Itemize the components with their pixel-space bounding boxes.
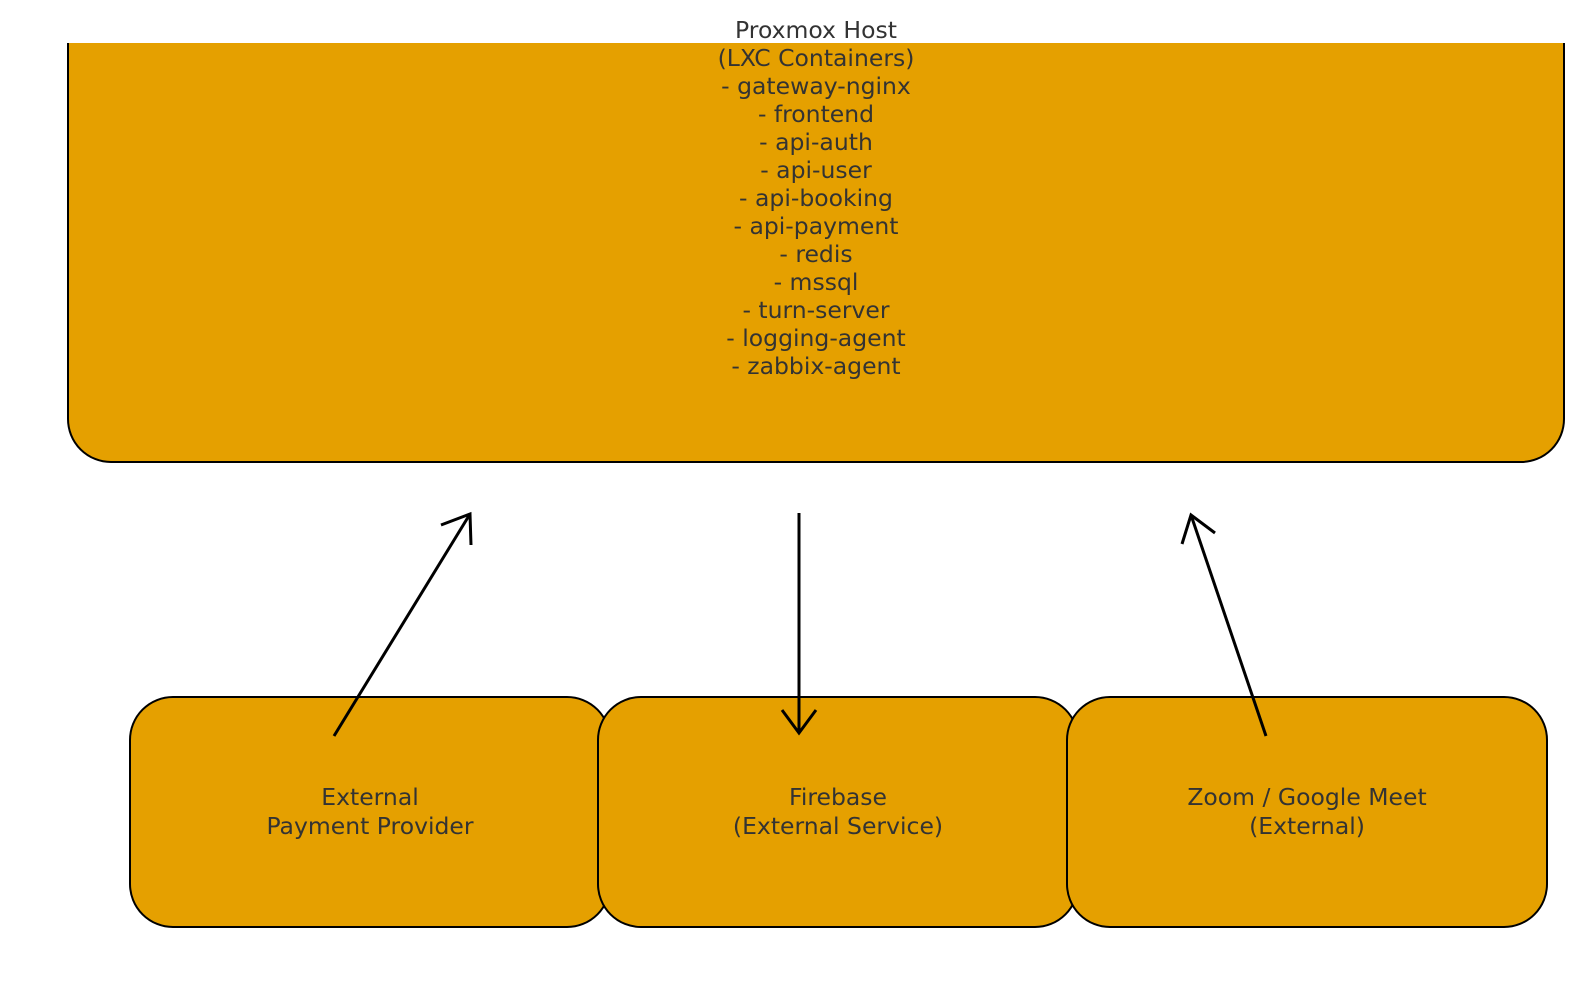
top-mask	[0, 0, 1589, 43]
host-line-container: - api-user	[760, 156, 872, 184]
zoom-google-meet-label: Zoom / Google Meet (External)	[1066, 696, 1548, 928]
host-line-container: - frontend	[757, 100, 875, 128]
firebase-line2: (External Service)	[732, 812, 944, 840]
host-line-container: - api-auth	[759, 128, 873, 156]
edge-payment-to-host[interactable]	[332, 511, 473, 737]
zoom-line1: Zoom / Google Meet	[1187, 783, 1427, 811]
host-line-container: - api-booking	[739, 184, 893, 212]
host-line-container: - zabbix-agent	[731, 352, 901, 380]
proxmox-host-node[interactable]	[67, 0, 1565, 463]
edge-zoom-to-host[interactable]	[1180, 512, 1268, 737]
host-line-container: - gateway-nginx	[721, 72, 911, 100]
host-line-title: Proxmox Host	[735, 16, 897, 44]
host-line-subtitle: (LXC Containers)	[717, 44, 915, 72]
firebase-node[interactable]	[597, 696, 1079, 928]
zoom-line2: (External)	[1249, 812, 1365, 840]
firebase-label: Firebase (External Service)	[597, 696, 1079, 928]
edge-host-to-firebase[interactable]	[780, 513, 818, 736]
host-line-container: - turn-server	[742, 296, 890, 324]
host-line-container: - logging-agent	[726, 324, 906, 352]
payment-provider-line1: External	[321, 783, 419, 811]
host-line-container: - mssql	[773, 268, 859, 296]
proxmox-host-label: Proxmox Host (LXC Containers) - gateway-…	[0, 16, 1589, 380]
host-line-container: - redis	[779, 240, 853, 268]
payment-provider-node[interactable]	[129, 696, 611, 928]
payment-provider-label: External Payment Provider	[129, 696, 611, 928]
host-line-container: - api-payment	[733, 212, 899, 240]
payment-provider-line2: Payment Provider	[266, 812, 474, 840]
zoom-google-meet-node[interactable]	[1066, 696, 1548, 928]
firebase-line1: Firebase	[789, 783, 887, 811]
